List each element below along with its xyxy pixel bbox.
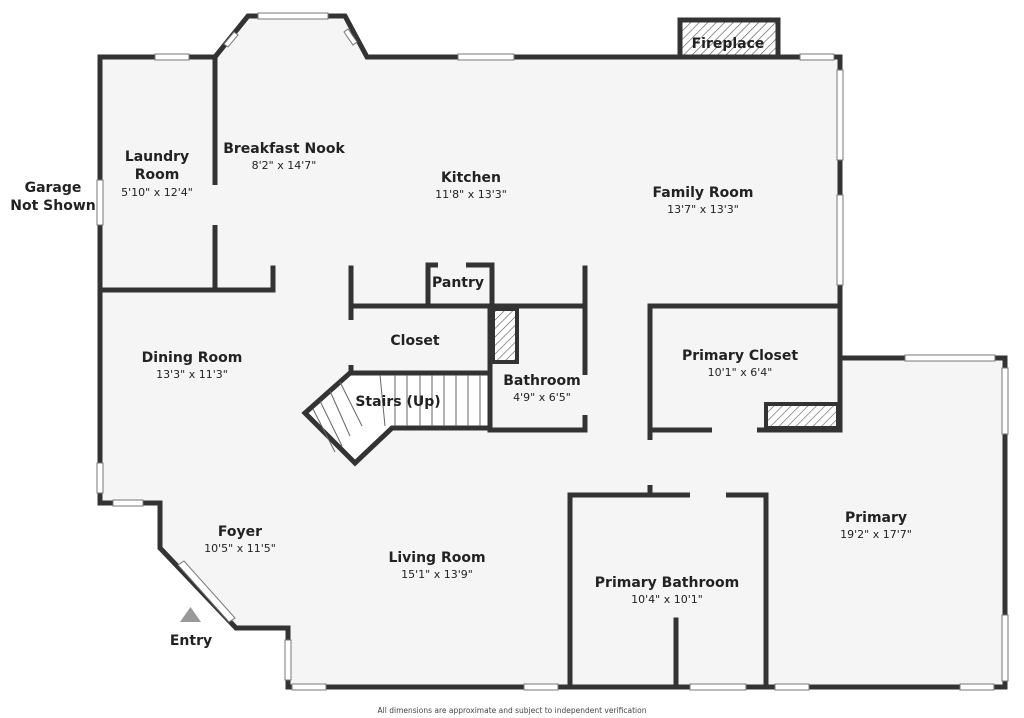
room-label-living: Living Room 15'1" x 13'9" xyxy=(388,550,485,581)
room-name-foyer: Foyer xyxy=(218,524,262,540)
room-name-breakfast: Breakfast Nook xyxy=(223,141,345,157)
bathroom-shaft xyxy=(491,307,519,364)
room-label-primary: Primary 19'2" x 17'7" xyxy=(840,510,912,541)
entry-arrow-icon xyxy=(180,607,201,622)
room-label-breakfast: Breakfast Nook 8'2" x 14'7" xyxy=(223,141,345,172)
door-openings xyxy=(210,185,757,500)
room-label-primary-bath: Primary Bathroom 10'4" x 10'1" xyxy=(595,575,739,606)
room-name-laundry-1: Laundry xyxy=(125,149,189,165)
room-name-primary-bath: Primary Bathroom xyxy=(595,575,739,591)
room-dim-primary-bath: 10'4" x 10'1" xyxy=(631,593,703,606)
garage-label-line-2: Not Shown xyxy=(10,198,95,214)
garage-label-line-1: Garage xyxy=(25,180,82,196)
room-name-fireplace: Fireplace xyxy=(692,36,765,52)
room-dim-dining: 13'3" x 11'3" xyxy=(156,368,228,381)
entry-label: Entry xyxy=(170,633,212,649)
room-dim-primary-closet: 10'1" x 6'4" xyxy=(708,366,773,379)
room-label-kitchen: Kitchen 11'8" x 13'3" xyxy=(435,170,507,201)
room-name-primary-closet: Primary Closet xyxy=(682,348,798,364)
disclaimer-note: All dimensions are approximate and subje… xyxy=(378,706,647,715)
room-label-family: Family Room 13'7" x 13'3" xyxy=(653,185,754,216)
room-label-primary-closet: Primary Closet 10'1" x 6'4" xyxy=(682,348,798,379)
room-dim-primary: 19'2" x 17'7" xyxy=(840,528,912,541)
room-dim-bathroom: 4'9" x 6'5" xyxy=(513,391,571,404)
room-dim-kitchen: 11'8" x 13'3" xyxy=(435,188,507,201)
room-dim-breakfast: 8'2" x 14'7" xyxy=(252,159,317,172)
stairs xyxy=(301,370,493,467)
room-dim-laundry: 5'10" x 12'4" xyxy=(121,186,193,199)
room-name-laundry-2: Room xyxy=(135,167,180,183)
room-label-dining: Dining Room 13'3" x 11'3" xyxy=(142,350,243,381)
room-dim-foyer: 10'5" x 11'5" xyxy=(204,542,276,555)
room-name-dining: Dining Room xyxy=(142,350,243,366)
windows xyxy=(96,12,1009,691)
room-name-closet: Closet xyxy=(390,333,440,349)
room-name-primary: Primary xyxy=(845,510,907,526)
fireplace-hearth xyxy=(677,17,781,60)
room-name-pantry: Pantry xyxy=(432,275,484,291)
room-name-bathroom: Bathroom xyxy=(503,373,581,389)
floor-area xyxy=(100,16,1005,687)
room-dim-living: 15'1" x 13'9" xyxy=(401,568,473,581)
room-name-stairs: Stairs (Up) xyxy=(355,394,440,410)
primary-closet-shelf xyxy=(764,402,840,430)
room-label-foyer: Foyer 10'5" x 11'5" xyxy=(204,524,276,555)
room-name-living: Living Room xyxy=(388,550,485,566)
room-label-bathroom: Bathroom 4'9" x 6'5" xyxy=(503,373,581,404)
room-name-family: Family Room xyxy=(653,185,754,201)
room-name-kitchen: Kitchen xyxy=(441,170,501,186)
room-dim-family: 13'7" x 13'3" xyxy=(667,203,739,216)
